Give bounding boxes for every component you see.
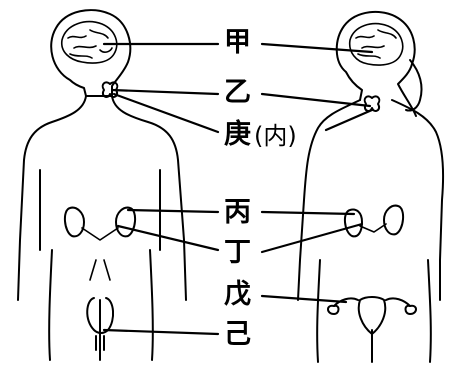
- leader-ding-left: [118, 226, 218, 250]
- leader-jia-right: [262, 44, 372, 52]
- female-ovaries: [328, 306, 416, 314]
- female-uterus: [334, 297, 410, 344]
- label-yi: 乙: [224, 78, 251, 108]
- label-ding: 丁: [224, 238, 251, 268]
- male-kidney-left: [65, 208, 84, 237]
- label-wu: 戊: [224, 280, 251, 310]
- male-head-outline: [51, 10, 130, 96]
- leader-ding-right: [262, 224, 362, 252]
- female-brain: [350, 24, 403, 65]
- leader-wu-right: [262, 296, 346, 302]
- label-geng: 庚: [224, 120, 251, 150]
- female-thyroid: [365, 96, 380, 111]
- label-bing: 丙: [224, 198, 251, 228]
- label-geng-note: (内): [254, 121, 297, 151]
- label-jia: 甲: [224, 28, 251, 58]
- leader-yi-right: [262, 94, 370, 106]
- leader-bing-left: [128, 210, 218, 212]
- female-head-outline: [337, 12, 416, 116]
- male-kidney-right: [116, 208, 135, 237]
- male-figure: [18, 10, 186, 360]
- leader-geng-left: [114, 94, 218, 132]
- female-ureters: [360, 224, 386, 232]
- male-brain: [62, 22, 117, 63]
- female-figure: [298, 12, 443, 362]
- leader-yi-left: [112, 90, 218, 94]
- label-ji: 己: [224, 320, 251, 350]
- female-kidney-right: [384, 206, 403, 235]
- leader-bing-right: [262, 212, 354, 214]
- male-ureters: [82, 228, 118, 280]
- leader-ji-left: [104, 330, 218, 334]
- male-legs: [49, 250, 153, 360]
- female-legs: [317, 260, 431, 362]
